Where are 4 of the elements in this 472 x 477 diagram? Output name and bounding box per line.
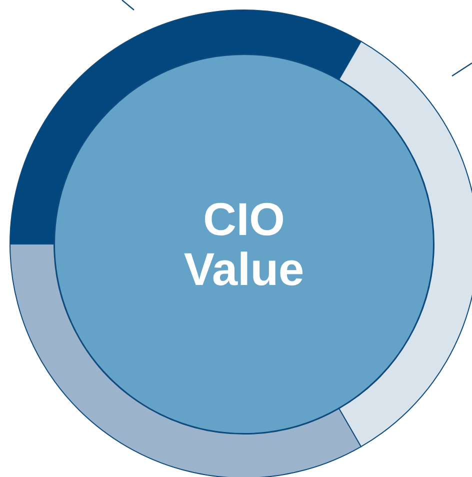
circle-label: CIO Value [182, 194, 306, 294]
ring-segment [338, 40, 472, 448]
ring-segment [10, 244, 362, 477]
ring-segment [10, 10, 362, 244]
